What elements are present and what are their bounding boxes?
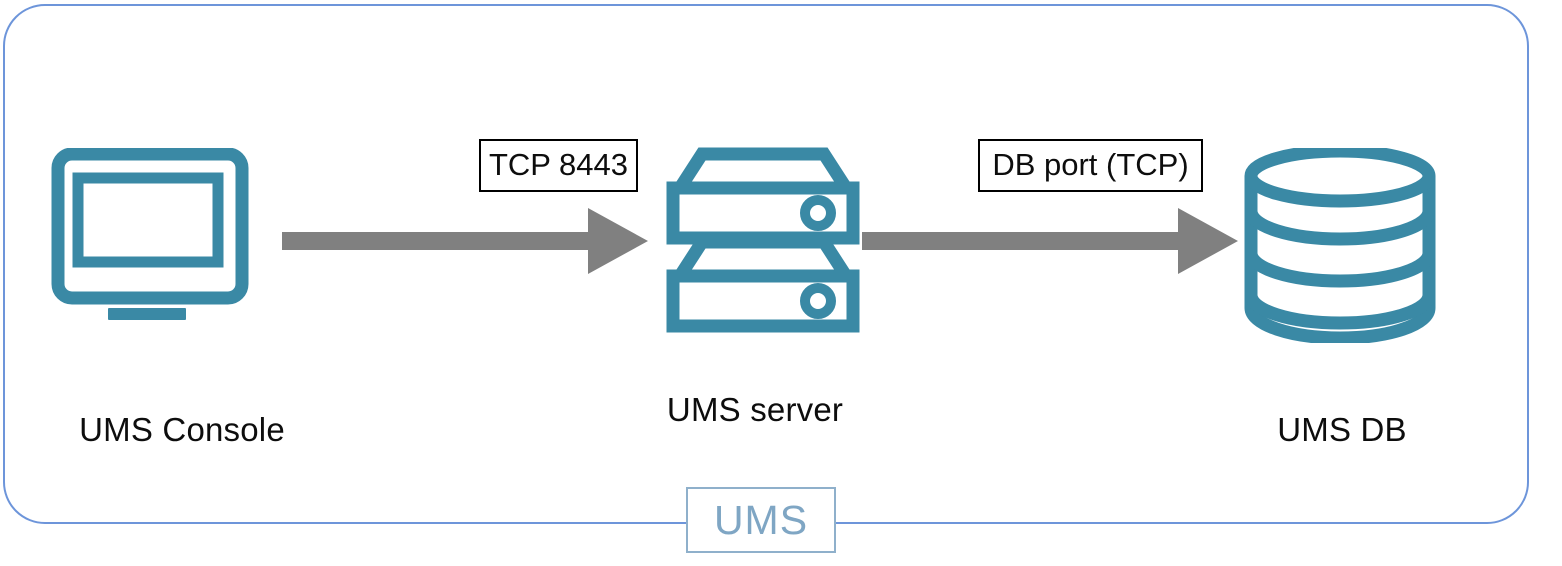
node-caption-ums-db: UMS DB [1277,411,1407,448]
connection-label-db-port: DB port (TCP) [978,139,1203,192]
node-caption-ums-server: UMS server [666,391,844,428]
node-ums-server[interactable]: UMS server [600,140,910,440]
monitor-icon [32,147,252,343]
badge-notch-right [834,520,850,522]
node-ums-db[interactable]: UMS DB [1192,144,1492,448]
badge-notch-left [672,520,688,522]
node-ums-console[interactable]: UMS Console [32,147,332,448]
arrow-server-to-db [862,206,1240,281]
database-cylinder-icon [1240,144,1440,348]
connection-label-tcp-8443: TCP 8443 [479,139,638,192]
ums-zone-badge: UMS [686,487,836,553]
server-rack-icon [658,140,868,345]
arrow-console-to-server [282,206,650,281]
node-caption-ums-console: UMS Console [79,411,285,448]
